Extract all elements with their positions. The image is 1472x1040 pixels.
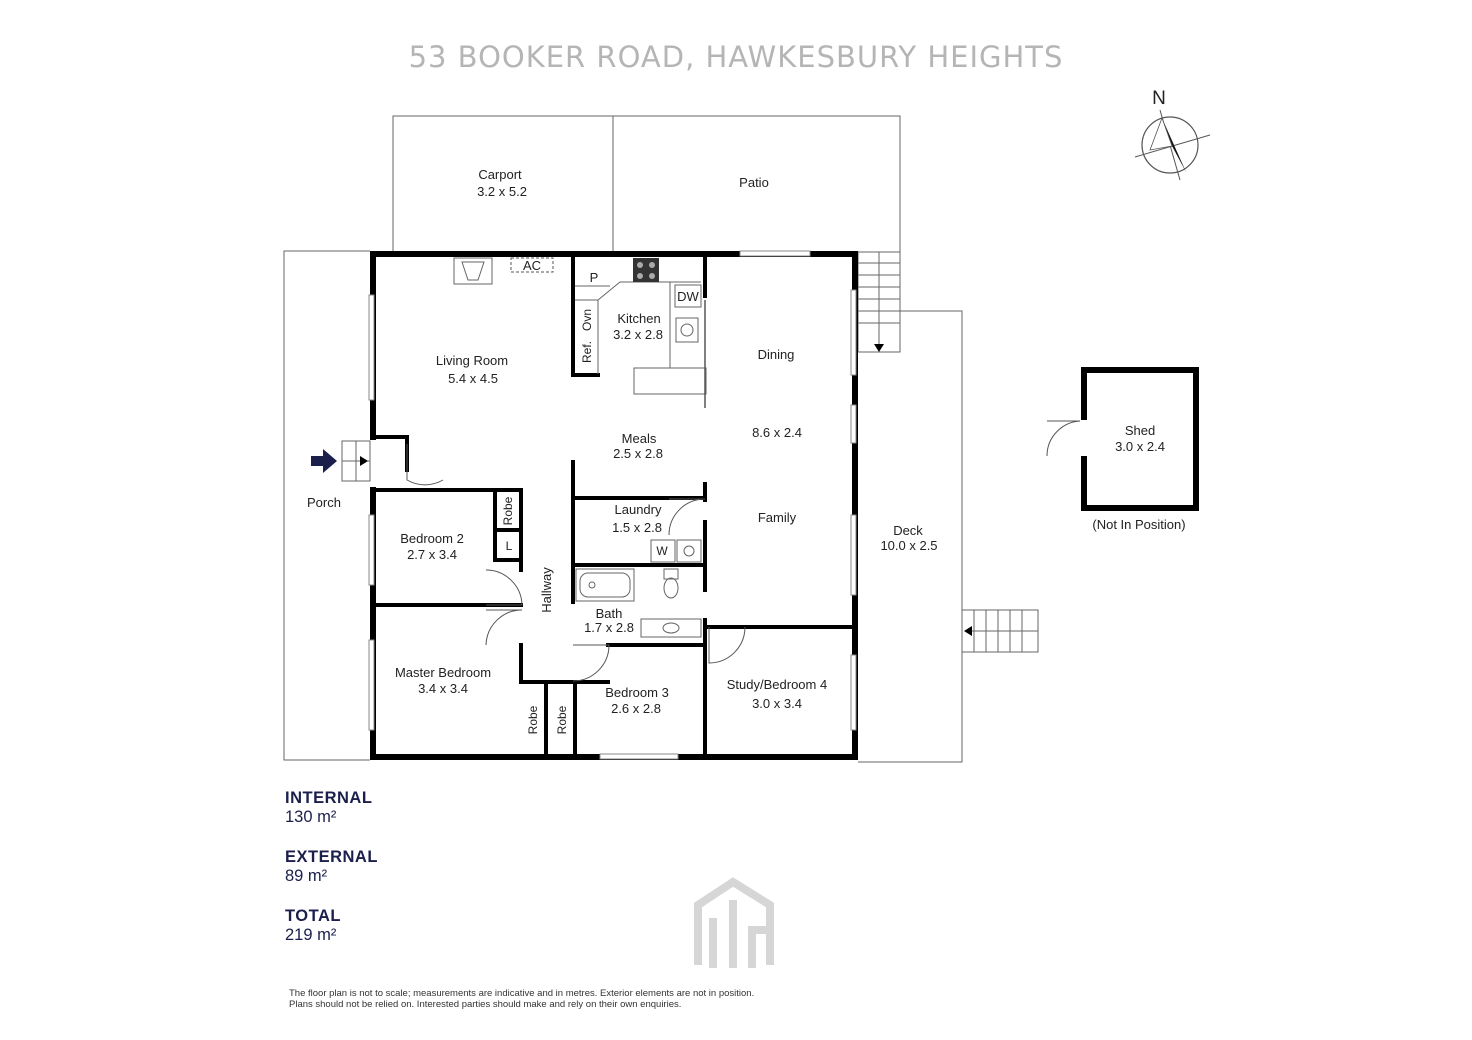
robe-master-label: Robe bbox=[526, 705, 540, 734]
bedroom-2-dims: 2.7 x 3.4 bbox=[407, 547, 457, 562]
bedroom-3-label: Bedroom 3 bbox=[605, 685, 669, 700]
stairs-right bbox=[961, 609, 1039, 653]
bath-dims: 1.7 x 2.8 bbox=[584, 620, 634, 635]
doors bbox=[406, 420, 1083, 682]
fridge-label: Ref. bbox=[580, 341, 594, 363]
laundry-tub bbox=[650, 539, 702, 563]
ac-label: AC bbox=[523, 258, 541, 273]
deck-dims: 10.0 x 2.5 bbox=[880, 538, 937, 553]
compass-icon bbox=[1134, 109, 1211, 181]
family-dims: 8.6 x 2.4 bbox=[752, 425, 802, 440]
windows bbox=[368, 250, 857, 760]
fireplace-icon bbox=[453, 257, 493, 285]
disclaimer-line-2: Plans should not be relied on. Intereste… bbox=[289, 999, 682, 1010]
area-total-label: TOTAL bbox=[285, 907, 341, 925]
kitchen-label: Kitchen bbox=[617, 311, 660, 326]
meals-label: Meals bbox=[622, 431, 657, 446]
family-label: Family bbox=[758, 510, 797, 525]
dishwasher-label: DW bbox=[677, 289, 699, 304]
disclaimer-line-1: The floor plan is not to scale; measurem… bbox=[289, 988, 755, 999]
area-total: TOTAL 219 m² bbox=[285, 907, 341, 945]
area-internal-label: INTERNAL bbox=[285, 789, 373, 807]
meals-dims: 2.5 x 2.8 bbox=[613, 446, 663, 461]
area-internal-value: 130 m² bbox=[285, 808, 337, 826]
robe-bedroom-3-label: Robe bbox=[555, 705, 569, 734]
entry-arrow-icon bbox=[311, 449, 337, 473]
bath-label: Bath bbox=[596, 606, 623, 621]
kitchen-benches bbox=[575, 258, 707, 408]
oven-label: Ovn bbox=[580, 309, 594, 331]
company-logo-icon bbox=[694, 877, 774, 968]
study-dims: 3.0 x 3.4 bbox=[752, 696, 802, 711]
bedroom-3-dims: 2.6 x 2.8 bbox=[611, 701, 661, 716]
area-external-label: EXTERNAL bbox=[285, 848, 378, 866]
porch-outline bbox=[283, 250, 370, 761]
dining-label: Dining bbox=[758, 347, 795, 362]
area-total-value: 219 m² bbox=[285, 926, 337, 944]
pantry-label: P bbox=[590, 270, 599, 285]
shed-dims: 3.0 x 2.4 bbox=[1115, 439, 1165, 454]
laundry-label: Laundry bbox=[615, 502, 662, 517]
hallway-label: Hallway bbox=[539, 567, 554, 613]
disclaimer: The floor plan is not to scale; measurem… bbox=[289, 988, 889, 1010]
deck-label: Deck bbox=[893, 523, 923, 538]
kitchen-dims: 3.2 x 2.8 bbox=[613, 327, 663, 342]
patio-label: Patio bbox=[739, 175, 769, 190]
robe-bedroom-2-label: Robe bbox=[501, 496, 515, 525]
compass-north-label: N bbox=[1152, 88, 1166, 109]
plan-title: 53 BOOKER ROAD, HAWKESBURY HEIGHTS bbox=[408, 40, 1064, 74]
master-bedroom-dims: 3.4 x 3.4 bbox=[418, 681, 468, 696]
master-bedroom-label: Master Bedroom bbox=[395, 665, 491, 680]
ac-unit bbox=[510, 257, 554, 273]
shed-label: Shed bbox=[1125, 423, 1155, 438]
living-room-label: Living Room bbox=[436, 353, 508, 368]
washer-label: W bbox=[656, 544, 668, 558]
bath-fixtures bbox=[575, 568, 702, 638]
linen-label: L bbox=[506, 539, 513, 553]
carport-dims: 3.2 x 5.2 bbox=[477, 184, 527, 199]
shed-note: (Not In Position) bbox=[1092, 517, 1185, 532]
porch-label: Porch bbox=[307, 495, 341, 510]
stairs-top bbox=[857, 251, 901, 353]
laundry-dims: 1.5 x 2.8 bbox=[612, 520, 662, 535]
bedroom-2-label: Bedroom 2 bbox=[400, 531, 464, 546]
shed-outline bbox=[1080, 367, 1199, 511]
living-room-dims: 5.4 x 4.5 bbox=[448, 371, 498, 386]
study-label: Study/Bedroom 4 bbox=[727, 677, 827, 692]
area-external-value: 89 m² bbox=[285, 867, 328, 885]
area-external: EXTERNAL 89 m² bbox=[285, 848, 378, 886]
area-internal: INTERNAL 130 m² bbox=[285, 789, 372, 827]
carport-label: Carport bbox=[478, 167, 522, 182]
carport-patio-outline bbox=[392, 115, 901, 253]
entry-step bbox=[341, 440, 371, 482]
